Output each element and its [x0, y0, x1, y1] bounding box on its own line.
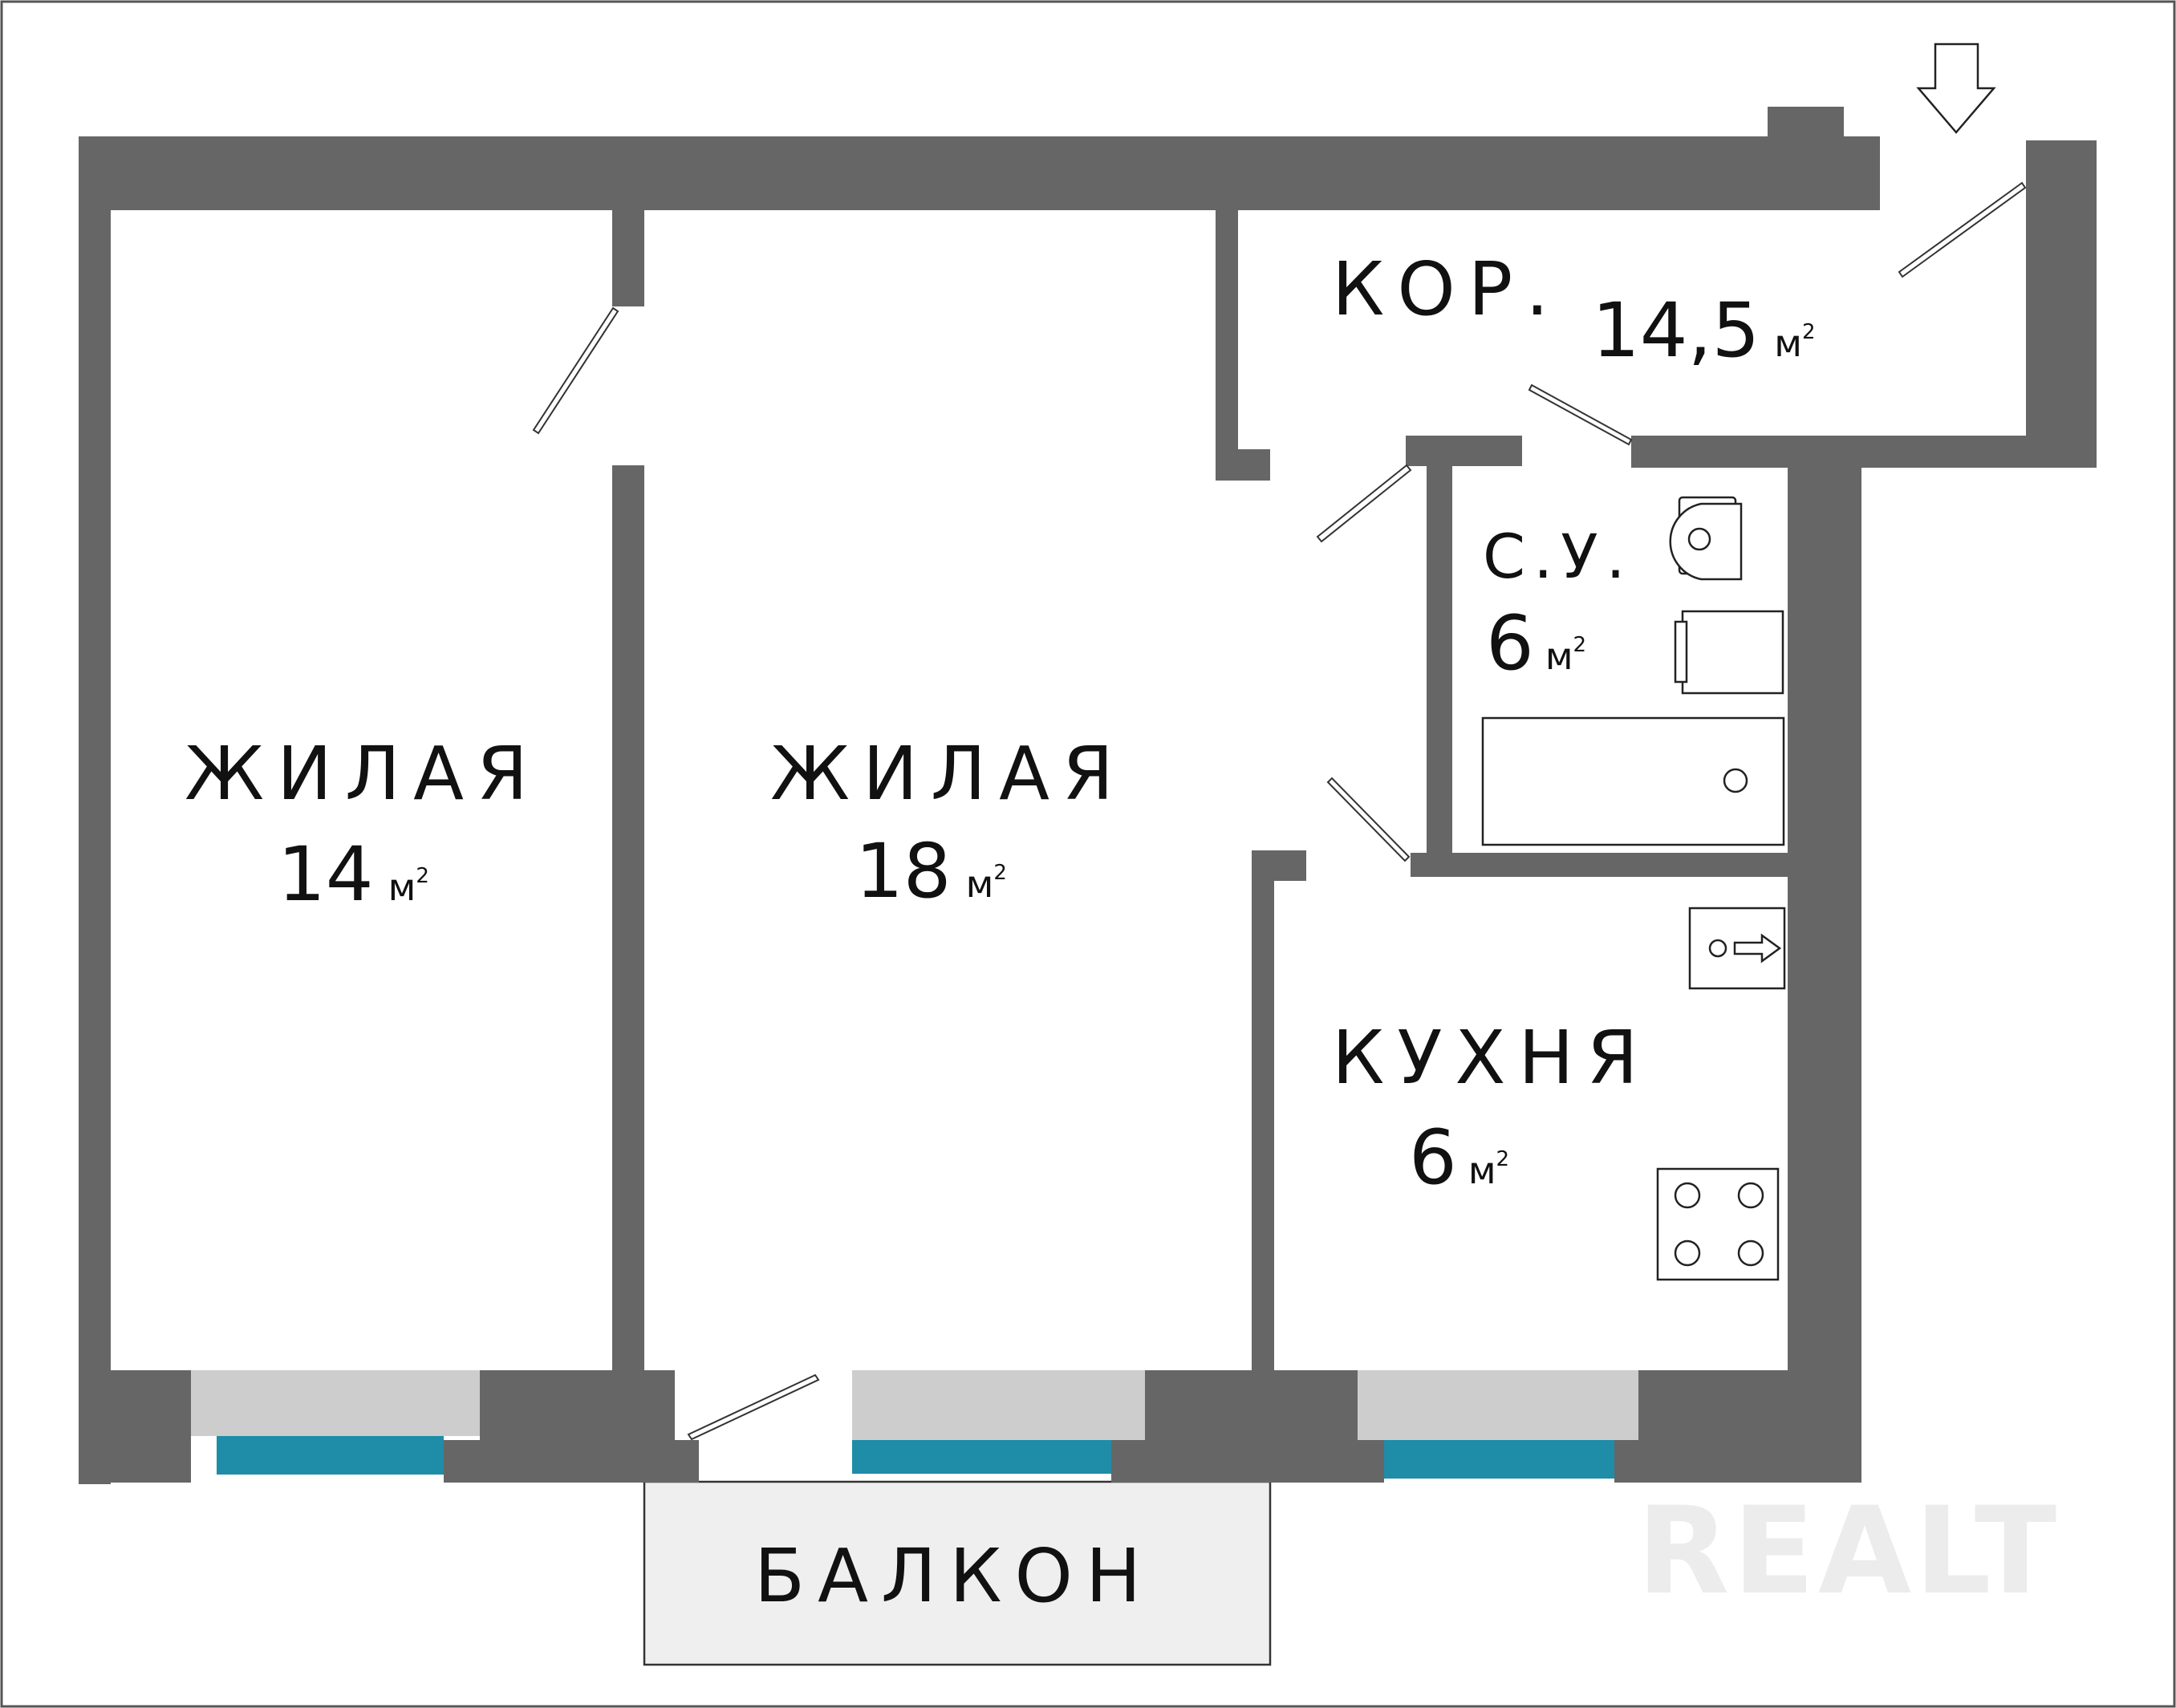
bottom-wall-seg-1 [79, 1370, 191, 1483]
stove-icon [1656, 1167, 1780, 1281]
door-corridor[interactable] [1528, 383, 1633, 446]
door-bathroom[interactable] [1326, 777, 1411, 862]
door-entrance[interactable] [1898, 181, 2027, 278]
partition-left-upper [612, 210, 644, 306]
door-living-center[interactable] [1316, 464, 1412, 543]
bathtub-icon [1481, 716, 1785, 846]
corridor-partition [1216, 210, 1238, 481]
bottom-wall-seg-3 [1145, 1370, 1358, 1442]
left-wall [79, 136, 111, 1484]
room-name-corridor: КОР. [1332, 246, 1561, 332]
partition-left-lower [612, 465, 644, 1372]
bottom-wall-seg-3b [1111, 1440, 1384, 1483]
room-name-bathroom: С.У. [1483, 521, 1634, 592]
doors [532, 181, 2027, 1441]
bottom-wall-seg-2b [444, 1440, 699, 1483]
room-name-balcony: БАЛКОН [754, 1533, 1154, 1619]
kitchen-left-wall-cap [1252, 850, 1306, 881]
windows [191, 1370, 1638, 1479]
right-wall-upper-cap [2026, 140, 2058, 211]
window-left-sill [191, 1370, 480, 1436]
walls [79, 107, 2097, 1484]
window-center-sill [852, 1370, 1145, 1440]
corridor-partition-foot [1216, 449, 1270, 481]
window-kitchen-glass [1384, 1440, 1614, 1479]
door-balcony[interactable] [687, 1373, 820, 1441]
room-name-living-left: ЖИЛАЯ [185, 731, 541, 817]
entrance-arrow-icon [1916, 43, 1996, 134]
bath-left-wall [1427, 436, 1452, 853]
window-kitchen-sill [1358, 1370, 1638, 1440]
right-wall-lower [1788, 468, 1861, 1483]
bottom-wall-seg-2 [480, 1370, 675, 1442]
room-name-living-center: ЖИЛАЯ [770, 731, 1127, 817]
watermark: REALT [1637, 1482, 2060, 1621]
window-left-glass [217, 1436, 444, 1475]
balcony [643, 1480, 1272, 1666]
chimney-block [1768, 107, 1844, 139]
top-wall [79, 136, 1880, 210]
washbasin-icon [1674, 610, 1784, 695]
corridor-south-wall [1631, 436, 2097, 468]
vent-arrow-icon [1688, 907, 1786, 990]
room-name-kitchen: КУХНЯ [1332, 1015, 1651, 1101]
kitchen-left-wall [1252, 850, 1274, 1372]
toilet-icon [1669, 496, 1743, 581]
bath-top-wall [1406, 436, 1522, 466]
window-center-glass [852, 1440, 1111, 1474]
door-living-left[interactable] [532, 306, 619, 435]
bath-bottom-wall [1411, 853, 1788, 877]
